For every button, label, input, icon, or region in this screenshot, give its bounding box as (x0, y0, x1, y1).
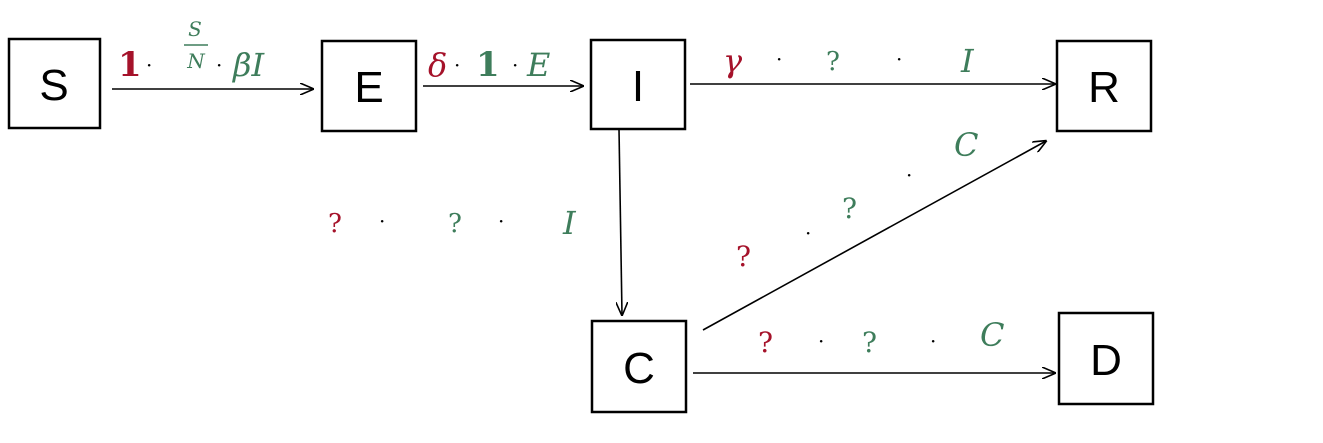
rate-unknown: ? (736, 240, 751, 273)
rate-label-c-to-r: ? · ? · C (736, 126, 978, 273)
rate-dot: · (146, 53, 152, 77)
rate-parameter: δ (428, 46, 447, 84)
rate-dot: · (454, 53, 460, 77)
rate-term: E (526, 46, 550, 84)
rate-unknown: ? (448, 209, 462, 239)
rate-term: I (562, 204, 577, 242)
node-e: E (320, 39, 418, 133)
rate-label-e-to-i: δ · 1 · E (428, 45, 550, 85)
edge-c-to-r (702, 141, 1046, 331)
node-d: D (1057, 311, 1155, 406)
node-r: R (1055, 39, 1153, 133)
rate-label-c-to-d: ? · ? · C (758, 316, 1004, 359)
rate-coefficient: 1 (118, 45, 142, 85)
node-e-label: E (354, 63, 383, 112)
rate-unknown: ? (862, 326, 877, 359)
fraction-denominator: N (186, 49, 206, 73)
rate-dot: · (512, 53, 518, 77)
rate-coefficient: 1 (476, 45, 500, 85)
node-s-label: S (39, 61, 68, 110)
rate-label-i-to-r: γ · ? · I (723, 42, 975, 80)
node-d-label: D (1090, 336, 1122, 385)
rate-dot: · (930, 329, 936, 353)
node-r-label: R (1088, 63, 1120, 112)
fraction-numerator: S (188, 17, 202, 41)
rate-term: I (960, 42, 975, 80)
rate-term: C (980, 316, 1004, 354)
rate-dot: · (818, 329, 824, 353)
rate-dot: · (805, 221, 811, 245)
rate-unknown: ? (758, 326, 773, 359)
rate-parameter: γ (723, 42, 743, 80)
rate-dot: · (498, 209, 504, 233)
rate-dot: · (906, 163, 912, 187)
node-i: I (589, 38, 687, 131)
rate-label-s-to-e: 1 · S N · βI (118, 17, 266, 85)
rate-dot: · (776, 47, 782, 71)
rate-dot: · (896, 47, 902, 71)
rate-unknown: ? (842, 192, 857, 225)
rate-unknown: ? (328, 209, 342, 239)
rate-term: βI (232, 46, 266, 84)
node-c-label: C (623, 344, 655, 393)
rate-term: C (954, 126, 978, 164)
rate-dot: · (379, 209, 385, 233)
node-s: S (7, 37, 102, 130)
rate-dot: · (216, 53, 222, 77)
edge-i-to-c (619, 128, 622, 315)
node-c: C (590, 319, 688, 414)
node-i-label: I (632, 62, 644, 111)
rate-label-i-to-c: ? · ? · I (328, 204, 577, 242)
rate-unknown: ? (826, 47, 840, 77)
